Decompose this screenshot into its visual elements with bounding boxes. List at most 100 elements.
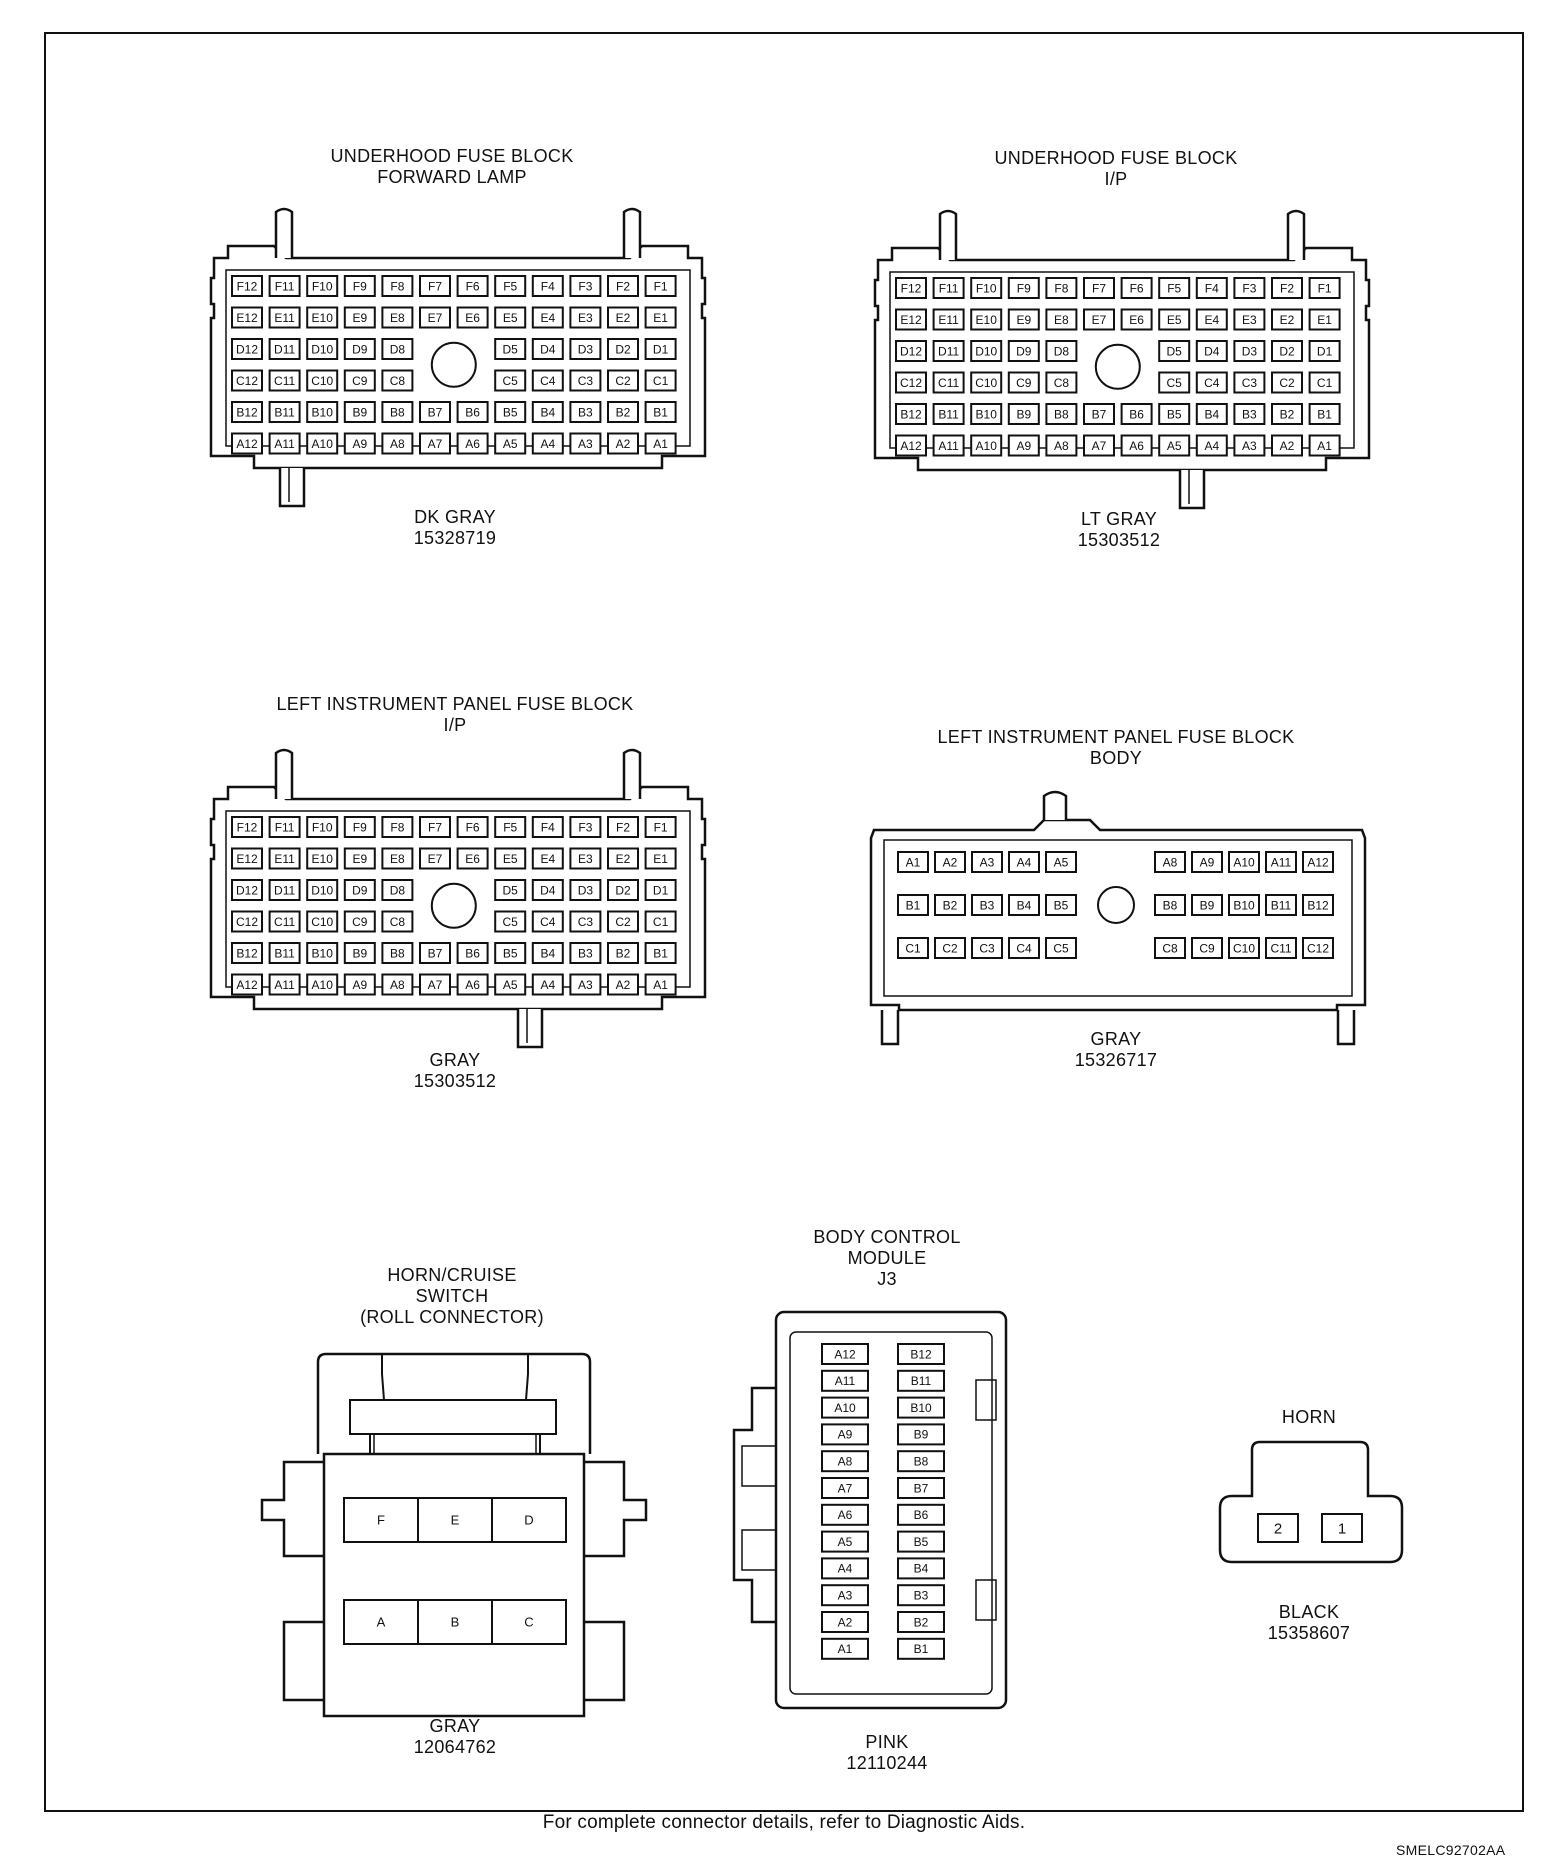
pin-label: A [377, 1615, 386, 1630]
pin-cavity [491, 1497, 567, 1543]
pin-label: B12 [900, 407, 922, 421]
pin-cavity [1195, 308, 1228, 331]
pin-label: B8 [390, 946, 405, 960]
pin-cavity [1195, 434, 1228, 457]
pin-cavity [1271, 340, 1303, 362]
pin-label: B7 [428, 946, 443, 960]
pin-cavity [268, 306, 301, 329]
pin-cavity [932, 340, 965, 362]
pin-label: A2 [616, 437, 631, 451]
latch-post [622, 748, 642, 799]
pin-cavity [231, 816, 263, 838]
pin-cavity [1007, 308, 1040, 331]
pin-cavity [1195, 371, 1228, 394]
pin-label: A11 [938, 439, 959, 453]
pin-cavity [231, 942, 263, 964]
pin-cavity [494, 401, 527, 423]
pin-label: B10 [976, 407, 998, 421]
pin-cavity [531, 879, 564, 901]
pin-cavity [381, 338, 414, 360]
pin-cavity [268, 432, 301, 455]
pin-label: E5 [503, 852, 518, 866]
pin-label: B12 [236, 946, 258, 960]
part-number: 15326717 [1074, 1050, 1158, 1070]
pin-cavity [1191, 851, 1223, 873]
pin-cavity [343, 973, 376, 996]
pin-label: F6 [466, 820, 480, 834]
pin-cavity [494, 816, 527, 838]
pin-label: B9 [352, 405, 367, 419]
pin-cavity [494, 275, 527, 297]
pin-cavity [607, 338, 639, 360]
pin-label: E2 [616, 311, 631, 325]
pin-cavity [531, 847, 564, 870]
pin-cavity [897, 1343, 945, 1365]
pin-cavity [306, 816, 339, 838]
pin-cavity [569, 942, 602, 964]
pin-label: C10 [1233, 941, 1255, 955]
pin-label: A4 [1204, 439, 1219, 453]
pin-label: A9 [838, 1428, 853, 1442]
center-post [430, 882, 477, 929]
bcm-j3-connector: A12A11A10A9A8A7A6A5A4A3A2A1B12B11B10B9B8… [732, 1310, 1008, 1710]
pin-label: B1 [1317, 407, 1332, 421]
pin-label: C8 [1162, 941, 1178, 955]
pin-cavity [607, 401, 639, 423]
pin-cavity [569, 306, 602, 329]
pin-cavity [231, 338, 263, 360]
pin-cavity [343, 275, 376, 297]
pin-cavity [531, 942, 564, 964]
pin-cavity [419, 401, 451, 423]
pin-cavity [268, 973, 301, 996]
pin-cavity [607, 306, 639, 329]
pin-cavity [494, 847, 527, 870]
pin-cavity [1008, 851, 1040, 873]
pin-cavity [306, 910, 339, 933]
pin-label: C10 [311, 374, 333, 388]
pin-cavity [897, 1503, 945, 1526]
pin-label: E11 [274, 311, 295, 325]
connector-body [209, 244, 707, 470]
pin-cavity [343, 847, 376, 870]
pin-label: A3 [1242, 439, 1257, 453]
pin-label: B4 [540, 946, 555, 960]
pin-label: A6 [465, 978, 480, 992]
pin-cavity [644, 973, 677, 996]
pin-label: F8 [1054, 281, 1068, 295]
pin-label: C9 [352, 374, 368, 388]
pin-cavity [268, 275, 301, 297]
pin-label: A12 [834, 1347, 856, 1361]
pin-cavity [419, 973, 451, 996]
pin-cavity [381, 847, 414, 870]
pin-label: A10 [312, 978, 334, 992]
pin-cavity [231, 401, 263, 423]
ear-right-bottom [584, 1620, 626, 1702]
pin-cavity [897, 851, 929, 873]
pin-label: D12 [900, 344, 922, 358]
pin-label: C5 [1053, 941, 1069, 955]
pin-cavity [1045, 894, 1077, 916]
pin-cavity [644, 275, 677, 297]
pin-cavity [381, 275, 414, 297]
pin-cavity [821, 1557, 869, 1580]
pin-cavity [1158, 340, 1191, 362]
pin-label: B6 [465, 946, 480, 960]
pin-label: F6 [1130, 281, 1144, 295]
pin-label: F1 [654, 820, 668, 834]
pin-label: F2 [1280, 281, 1294, 295]
pin-label: A8 [1054, 439, 1069, 453]
pin-label: A7 [1092, 439, 1107, 453]
pin-label: B8 [1054, 407, 1069, 421]
pin-cavity [895, 434, 927, 457]
pin-label: F7 [428, 279, 442, 293]
pin-label: A2 [1280, 439, 1295, 453]
pin-cavity [381, 910, 414, 933]
pin-label: F11 [939, 281, 959, 295]
pin-cavity [934, 894, 966, 916]
pin-label: C8 [390, 915, 406, 929]
pin-label: A8 [1163, 855, 1178, 869]
pin-label: C12 [236, 374, 258, 388]
connector-color: LT GRAY [1080, 509, 1158, 529]
pin-cavity [1308, 403, 1341, 425]
pin-label: B1 [653, 405, 668, 419]
